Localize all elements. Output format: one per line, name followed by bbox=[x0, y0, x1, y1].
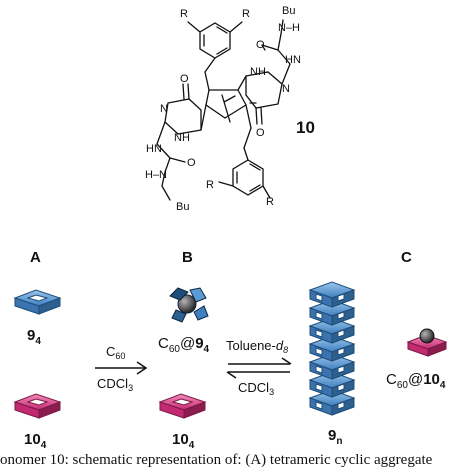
r-bottom-right: R bbox=[266, 196, 274, 208]
arrow2-solvent-top: Toluene-d8 bbox=[226, 338, 288, 355]
stack-layer bbox=[308, 317, 356, 344]
label-c60-at-10-4: C60@104 bbox=[386, 371, 446, 391]
arrow1-solvent: CDCl3 bbox=[97, 376, 133, 393]
stack-layer bbox=[308, 299, 356, 326]
blue-tetramer-9-4 bbox=[13, 289, 62, 315]
stack-layer bbox=[308, 389, 356, 416]
nh-ring-top: NH bbox=[250, 66, 266, 78]
nh-ring-bottom: NH bbox=[174, 132, 190, 144]
n-ring-top: N bbox=[282, 83, 290, 95]
panel-label-a: A bbox=[30, 249, 41, 266]
hn-top: HN bbox=[285, 54, 301, 66]
n-ring-bottom: N bbox=[160, 103, 168, 115]
chemical-structure bbox=[156, 19, 291, 201]
stack-layer bbox=[308, 353, 356, 380]
label-c60-at-9-4: C60@94 bbox=[158, 335, 210, 355]
c60-encapsulated-10-4 bbox=[406, 328, 448, 357]
arrow1-reagent: C60 bbox=[106, 344, 125, 361]
stacked-column-9-n bbox=[308, 281, 356, 416]
stack-layer bbox=[308, 335, 356, 362]
panel-label-b: B bbox=[182, 249, 193, 266]
phenyl-ring-bottom bbox=[232, 159, 264, 196]
bu-top: Bu bbox=[282, 5, 295, 17]
stack-layer bbox=[308, 371, 356, 398]
o-ring-top: O bbox=[256, 127, 265, 139]
pink-tetramer-10-4-b bbox=[158, 393, 207, 419]
figure-caption: onomer 10: schematic representation of: … bbox=[0, 452, 433, 468]
label-9-4: 94 bbox=[27, 327, 41, 347]
pyrimidinone-ring-left bbox=[164, 98, 202, 135]
pink-tetramer-10-4 bbox=[13, 393, 62, 419]
label-10-4: 104 bbox=[24, 431, 47, 451]
structure-atom-labels: R R R R Bu Bu N–H H–N HN HN NH NH N N O … bbox=[145, 5, 301, 213]
bu-bottom: Bu bbox=[176, 201, 189, 213]
label-9-n: 9n bbox=[328, 427, 342, 447]
nh-top: N–H bbox=[278, 22, 300, 34]
o-urea-top: O bbox=[256, 39, 265, 51]
nh-bottom: H–N bbox=[145, 169, 167, 181]
stack-layer bbox=[308, 281, 356, 308]
pyrimidinone-ring-right bbox=[245, 71, 283, 109]
figure: R R R R Bu Bu N–H H–N HN HN NH NH N N O … bbox=[13, 5, 448, 451]
c60-encapsulated-9-4 bbox=[169, 287, 209, 323]
compound-number: 10 bbox=[296, 118, 315, 137]
r-top-right: R bbox=[242, 8, 250, 20]
o-ring-bottom: O bbox=[180, 73, 189, 85]
o-urea-bottom: O bbox=[187, 157, 196, 169]
arrow2-solvent-bottom: CDCl3 bbox=[238, 380, 274, 397]
hn-bottom: HN bbox=[146, 143, 162, 155]
label-10-4-b: 104 bbox=[172, 431, 195, 451]
panel-label-c: C bbox=[401, 249, 412, 266]
r-top-left: R bbox=[180, 8, 188, 20]
r-bottom-left: R bbox=[206, 179, 214, 191]
